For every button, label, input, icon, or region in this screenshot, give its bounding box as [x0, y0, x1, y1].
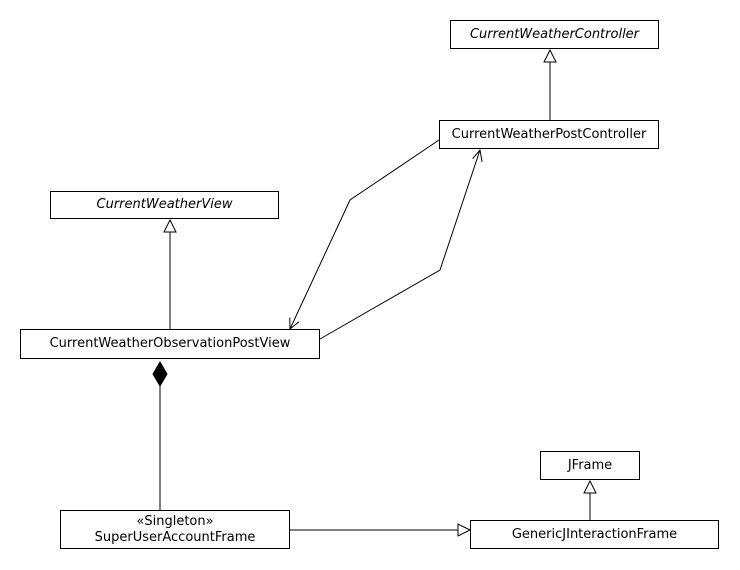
composition-view-superuser-frame	[152, 361, 168, 510]
class-name: CurrentWeatherPostController	[451, 126, 647, 142]
class-current-weather-observation-post-view[interactable]: CurrentWeatherObservationPostView	[20, 329, 320, 359]
class-name: JFrame	[567, 457, 613, 473]
class-current-weather-post-controller[interactable]: CurrentWeatherPostController	[439, 120, 659, 149]
class-jframe[interactable]: JFrame	[540, 451, 640, 480]
class-name: CurrentWeatherController	[469, 26, 640, 42]
class-super-user-account-frame[interactable]: «Singleton» SuperUserAccountFrame	[60, 510, 290, 549]
class-stereotype: «Singleton»	[136, 513, 214, 529]
class-current-weather-view[interactable]: CurrentWeatherView	[50, 191, 279, 219]
class-name: GenericJInteractionFrame	[511, 526, 678, 542]
open-arrowhead	[472, 148, 483, 162]
hollow-triangle-arrowhead	[163, 218, 177, 233]
generalization-superuser-to-generic	[290, 523, 472, 537]
class-name: CurrentWeatherObservationPostView	[49, 336, 291, 351]
filled-diamond	[152, 361, 168, 387]
class-generic-j-interaction-frame[interactable]: GenericJInteractionFrame	[470, 520, 719, 549]
generalization-post-controller-to-controller	[543, 48, 557, 120]
generalization-observation-view-to-view	[163, 218, 177, 329]
association-controller-to-view	[289, 139, 440, 331]
hollow-triangle-arrowhead	[543, 48, 557, 63]
association-view-to-controller	[319, 148, 483, 340]
class-name: SuperUserAccountFrame	[94, 529, 256, 545]
class-name: CurrentWeatherView	[96, 197, 233, 212]
hollow-triangle-arrowhead	[583, 479, 597, 494]
generalization-generic-to-jframe	[583, 479, 597, 520]
class-current-weather-controller[interactable]: CurrentWeatherController	[450, 20, 659, 49]
hollow-triangle-arrowhead	[457, 523, 472, 537]
